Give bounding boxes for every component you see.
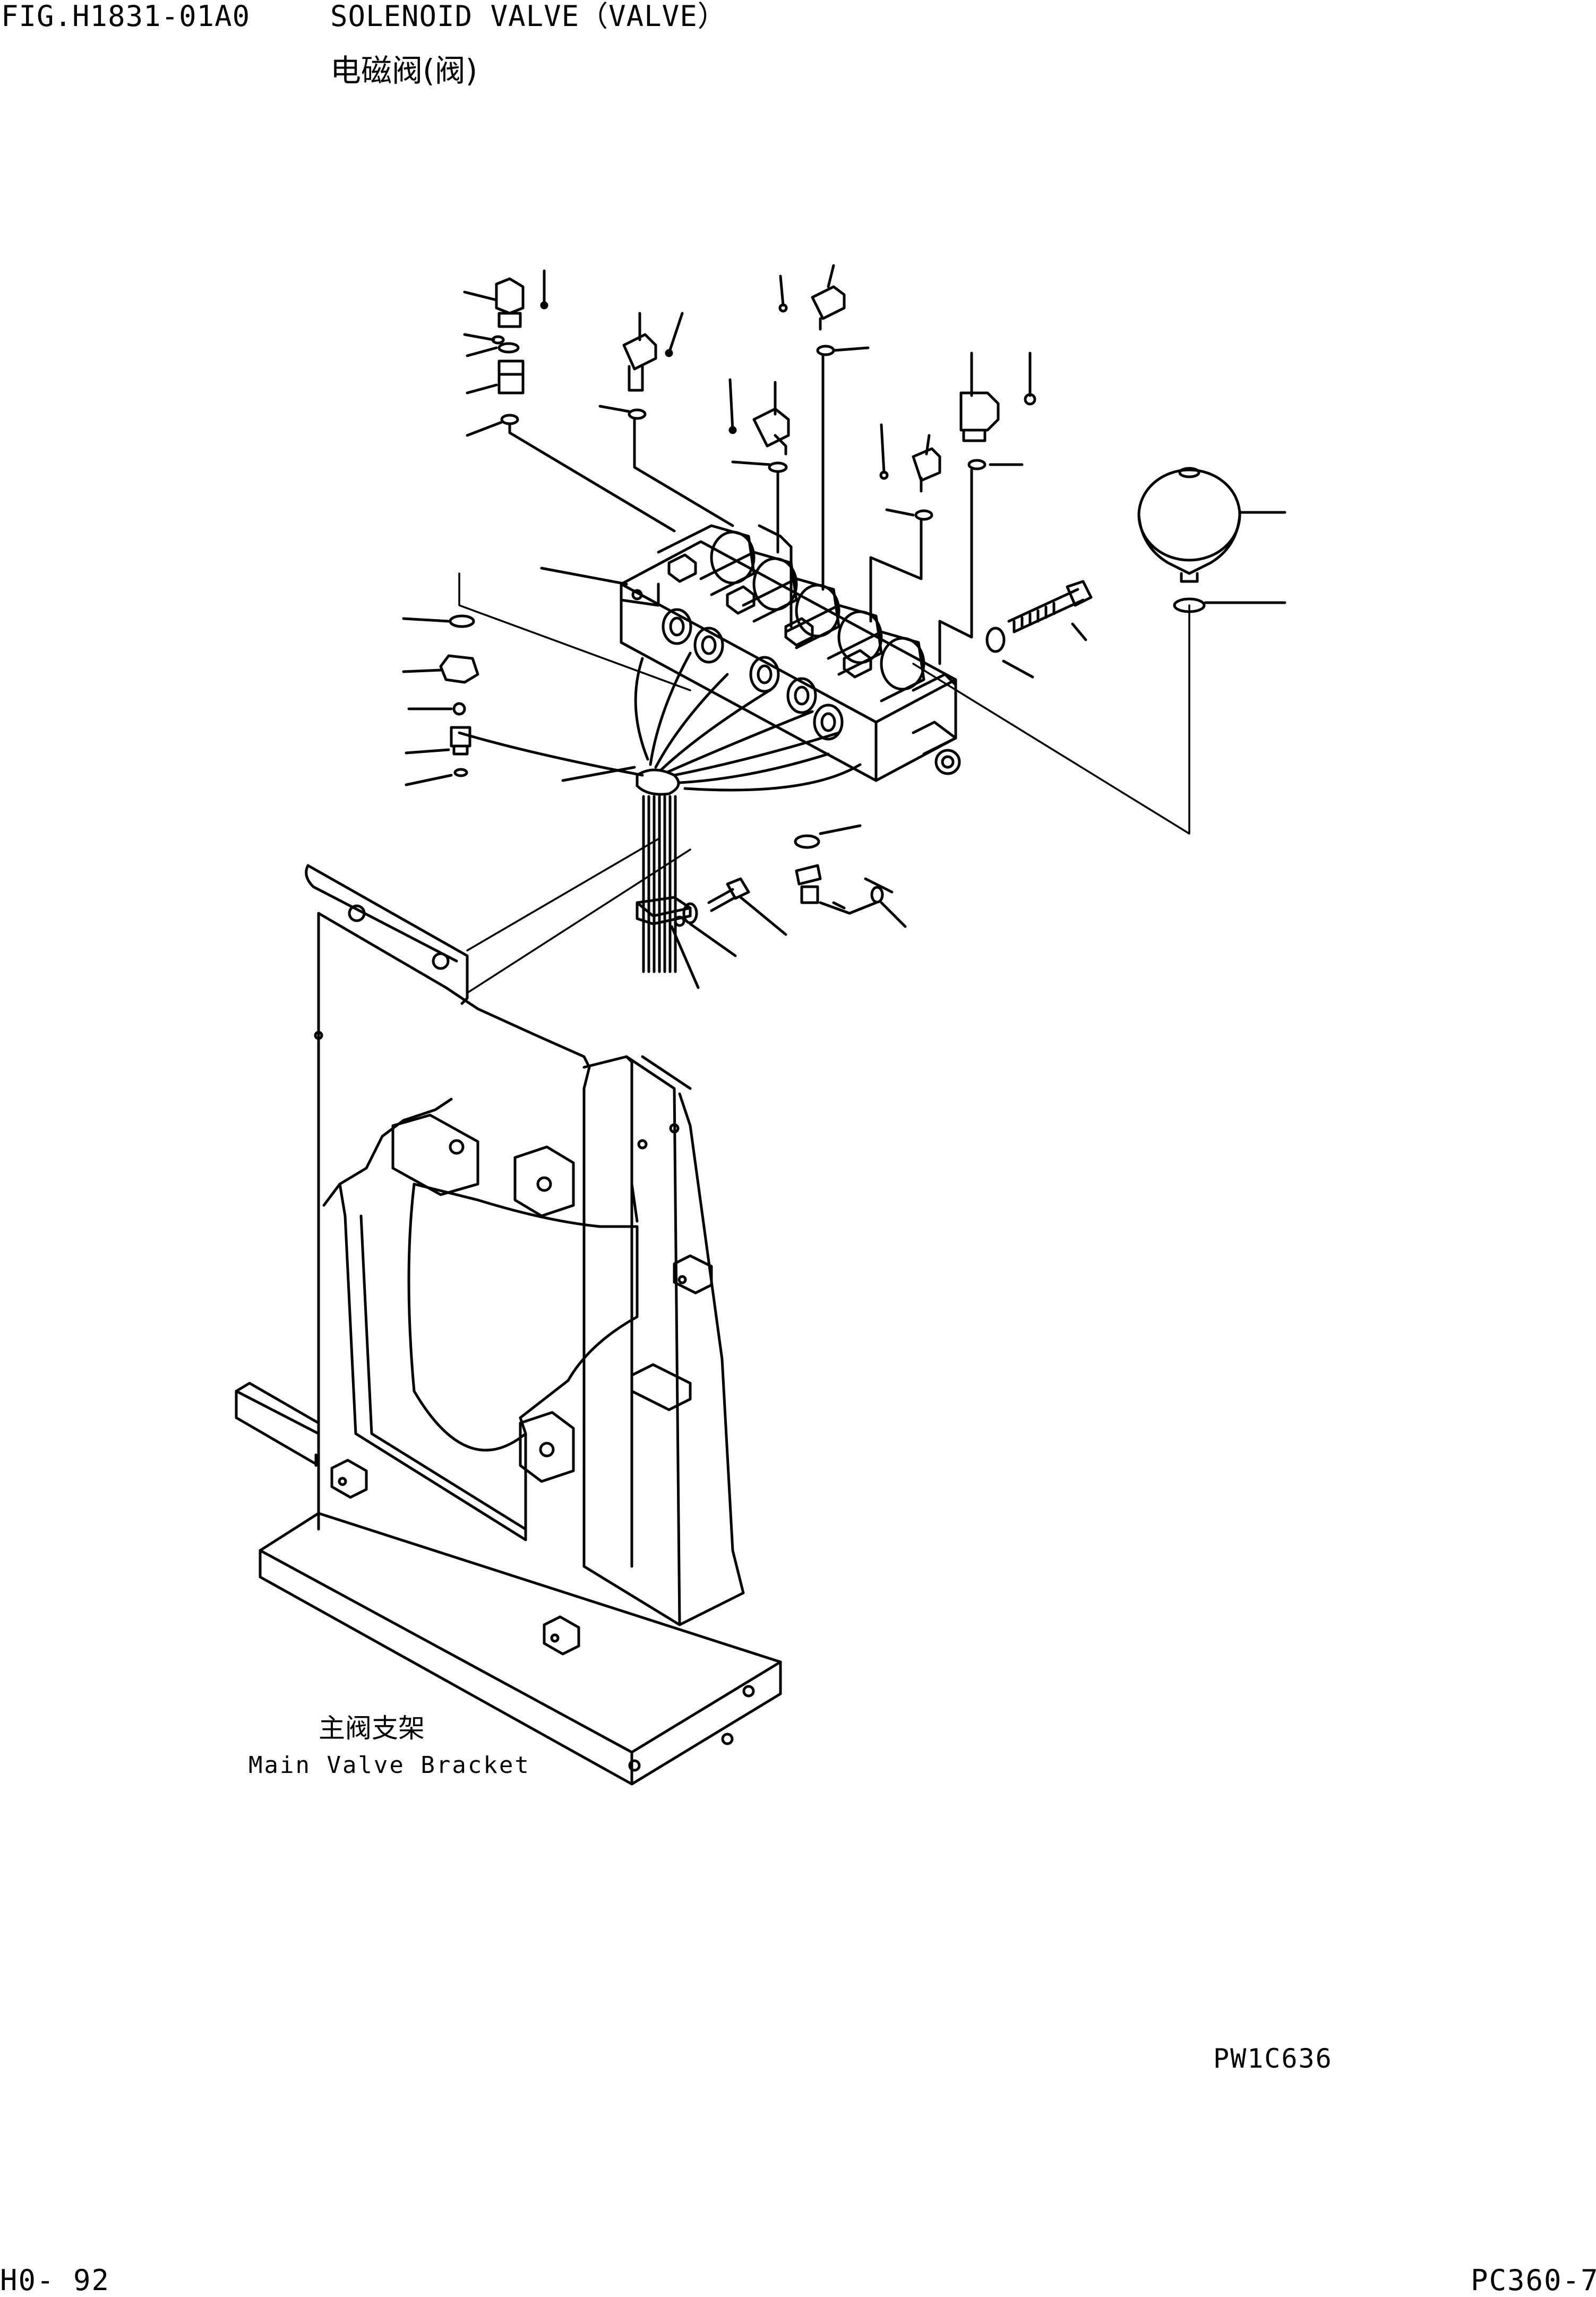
leader-lines: [458, 572, 1190, 994]
main-valve-bracket-icon: [235, 864, 782, 1786]
fitting-icon: [463, 264, 1036, 665]
figure-title-cn: 电磁阀(阀): [330, 53, 478, 89]
drawing-number: PW1C636: [1213, 2043, 1333, 2074]
figure-code: FIG.H1831-01A0: [1, 0, 251, 33]
o-ring-icon: [402, 567, 644, 786]
figure-title: SOLENOID VALVE（VALVE）: [330, 0, 727, 33]
model-number: PC360-7: [1471, 2264, 1596, 2297]
solenoid-valve-assembly-icon: [620, 524, 961, 973]
fitting-icon: [670, 824, 907, 989]
bracket-label-en: Main Valve Bracket: [248, 1752, 530, 1779]
page-number: H0- 92: [0, 2264, 110, 2297]
bolt-icon: [985, 580, 1093, 679]
bracket-label-cn: 主阀支架: [319, 1713, 425, 1744]
accumulator-icon: [1137, 467, 1286, 613]
